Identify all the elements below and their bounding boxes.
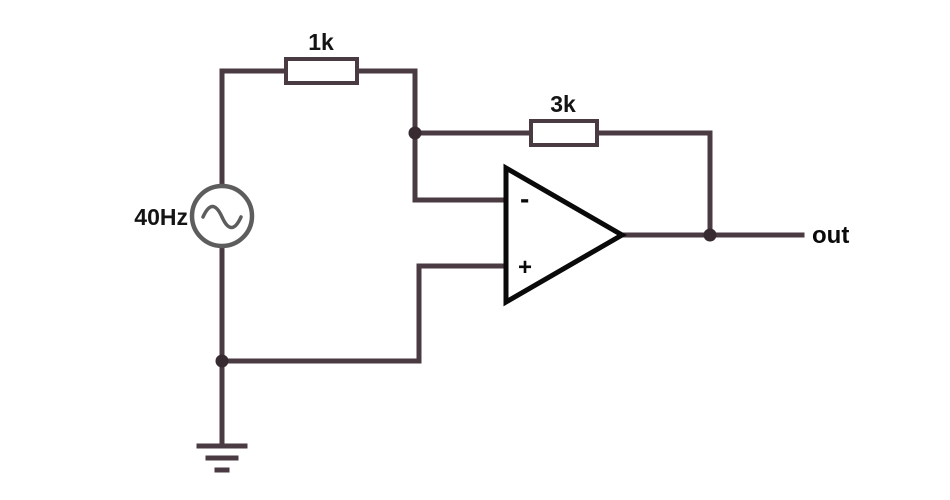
resistor-1k: 1k [284,29,359,85]
ac-source-label: 40Hz [134,204,188,230]
wire-r2-to-output-node [594,130,713,238]
sine-wave-icon [201,204,243,230]
resistor-1k-body [284,57,359,85]
resistor-3k-body [529,119,599,147]
opamp-noninverting-label: + [518,254,532,281]
ac-source: 40Hz [134,183,255,249]
resistor-3k-label: 3k [550,91,576,117]
junction-dot-ground-rail [215,354,229,368]
opamp-inverting-label: - [520,183,529,214]
ground-icon [196,443,248,473]
opamp-triangle [503,163,627,307]
opamp: - + [503,163,627,307]
junction-dot-feedback-tap [408,126,422,140]
resistor-1k-label: 1k [308,29,334,55]
wire-noninverting-to-rail [219,263,509,364]
junctions [215,126,717,368]
junction-dot-output-node [703,228,717,242]
output-label: out [812,222,849,249]
wire-source-to-r1 [219,68,289,191]
resistor-3k: 3k [529,91,599,147]
